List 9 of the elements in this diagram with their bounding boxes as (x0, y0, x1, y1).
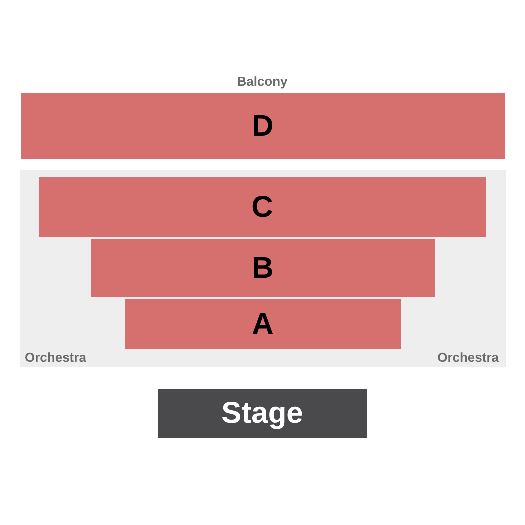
area-label: Orchestra (25, 351, 86, 364)
stage-block: Stage (158, 389, 367, 438)
seating-section: D (21, 93, 505, 159)
area-label: Orchestra (438, 351, 499, 364)
seating-section: C (39, 177, 486, 237)
seating-section: A (125, 299, 401, 349)
area-label: Balcony (236, 75, 289, 88)
orchestra-area (20, 170, 506, 367)
seating-section: B (91, 239, 435, 297)
